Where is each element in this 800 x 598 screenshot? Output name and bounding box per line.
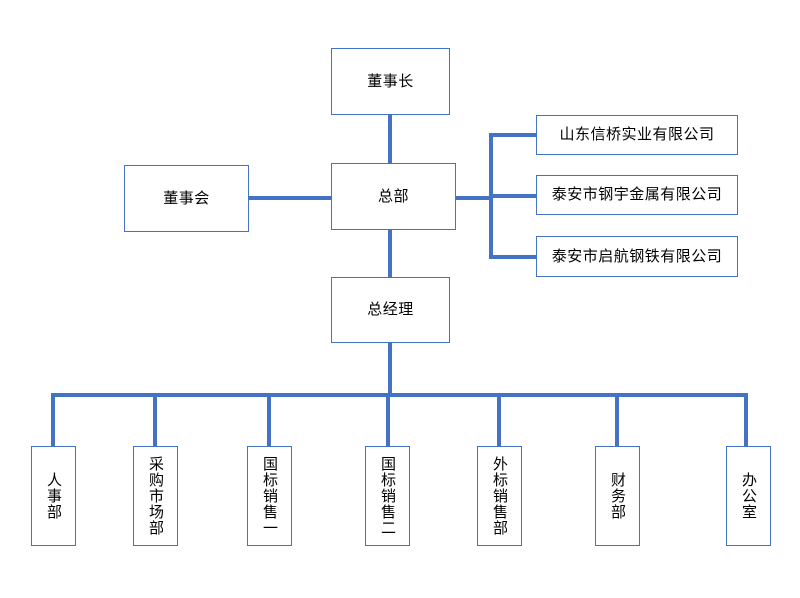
connector-headquarters-to-general-manager	[388, 230, 392, 278]
connector-general-manager-drop	[388, 343, 392, 397]
node-chairman[interactable]: 董事长	[331, 48, 450, 115]
connector-bus-to-department-2	[153, 393, 157, 447]
node-department-national-sales-2-label: 国标销售二	[379, 456, 397, 536]
node-department-office-label: 办公室	[740, 472, 758, 520]
node-department-foreign-sales-label: 外标销售部	[491, 456, 509, 536]
connector-bus-to-department-1	[51, 393, 55, 447]
node-department-national-sales-1-label: 国标销售一	[261, 456, 279, 536]
node-department-procurement-market-label: 采购市场部	[147, 456, 165, 536]
connector-trunk-to-subsidiary-2	[489, 194, 537, 198]
node-chairman-label: 董事长	[367, 71, 414, 90]
node-board-of-directors[interactable]: 董事会	[124, 165, 249, 232]
node-subsidiary-1[interactable]: 山东信桥实业有限公司	[536, 115, 738, 155]
node-subsidiary-3[interactable]: 泰安市启航钢铁有限公司	[536, 236, 738, 277]
node-department-finance[interactable]: 财务部	[595, 446, 640, 546]
connector-department-bus	[51, 393, 748, 397]
connector-bus-to-department-5	[497, 393, 501, 447]
connector-board-to-headquarters	[249, 196, 332, 200]
node-department-national-sales-1[interactable]: 国标销售一	[247, 446, 292, 546]
node-general-manager-label: 总经理	[367, 300, 414, 319]
node-subsidiary-2-label: 泰安市钢宇金属有限公司	[551, 185, 723, 204]
node-subsidiary-2[interactable]: 泰安市钢宇金属有限公司	[536, 175, 738, 215]
connector-bus-to-department-4	[386, 393, 390, 447]
node-department-hr-label: 人事部	[45, 472, 63, 520]
node-department-hr[interactable]: 人事部	[31, 446, 76, 546]
connector-bus-to-department-3	[267, 393, 271, 447]
connector-trunk-to-subsidiary-1	[489, 133, 537, 137]
node-department-foreign-sales[interactable]: 外标销售部	[477, 446, 522, 546]
connector-headquarters-to-subsidiary-trunk	[456, 196, 493, 200]
node-department-national-sales-2[interactable]: 国标销售二	[365, 446, 410, 546]
node-board-of-directors-label: 董事会	[163, 188, 210, 207]
node-headquarters-label: 总部	[377, 186, 409, 205]
node-department-finance-label: 财务部	[609, 472, 627, 520]
connector-bus-to-department-7	[744, 393, 748, 447]
node-subsidiary-3-label: 泰安市启航钢铁有限公司	[551, 246, 723, 265]
connector-chairman-to-headquarters	[388, 115, 392, 164]
connector-trunk-to-subsidiary-3	[489, 255, 537, 259]
node-subsidiary-1-label: 山东信桥实业有限公司	[559, 125, 715, 144]
connector-bus-to-department-6	[615, 393, 619, 447]
node-headquarters[interactable]: 总部	[331, 163, 456, 230]
node-department-procurement-market[interactable]: 采购市场部	[133, 446, 178, 546]
node-department-office[interactable]: 办公室	[726, 446, 771, 546]
node-general-manager[interactable]: 总经理	[331, 277, 450, 343]
